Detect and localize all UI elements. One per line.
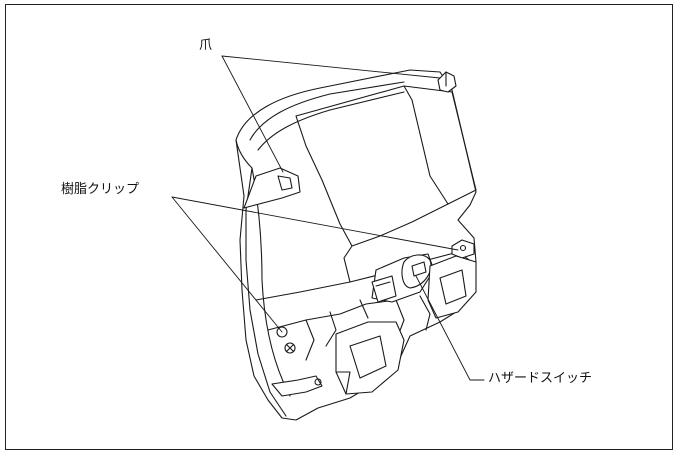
- switch-block-lower: [335, 321, 405, 395]
- resin-clip-bottom: [271, 375, 323, 397]
- leader-claw-2: [221, 55, 441, 79]
- screw-hole-2: [284, 342, 296, 354]
- resin-clip-right: [451, 239, 475, 259]
- lower-ribs: [305, 295, 431, 361]
- label-hazard-switch: ハザードスイッチ: [488, 371, 593, 386]
- panel-housing-outline: [235, 69, 477, 421]
- label-resin-clip: 樹脂クリップ: [61, 182, 140, 197]
- switch-block-right: [427, 255, 477, 319]
- leader-hazard: [415, 275, 485, 381]
- panel-side-edge: [235, 139, 287, 417]
- screw-hole-1: [276, 326, 288, 338]
- hood-fold: [343, 245, 353, 283]
- claw-tab-left: [243, 167, 301, 209]
- hood-top-curve-2: [257, 91, 405, 151]
- hood-top-curve: [249, 81, 405, 141]
- leader-clip-2: [171, 196, 283, 333]
- hood-front-face: [295, 85, 477, 247]
- leader-clip-1: [171, 196, 459, 251]
- leader-claw-1: [221, 55, 284, 173]
- claw-pin-right: [437, 71, 457, 93]
- leader-lines: [171, 55, 485, 381]
- lower-body-2: [267, 299, 397, 331]
- hood-inner-edge: [403, 85, 449, 205]
- label-claw: 爪: [199, 38, 213, 53]
- hazard-switch-knob: [401, 254, 432, 289]
